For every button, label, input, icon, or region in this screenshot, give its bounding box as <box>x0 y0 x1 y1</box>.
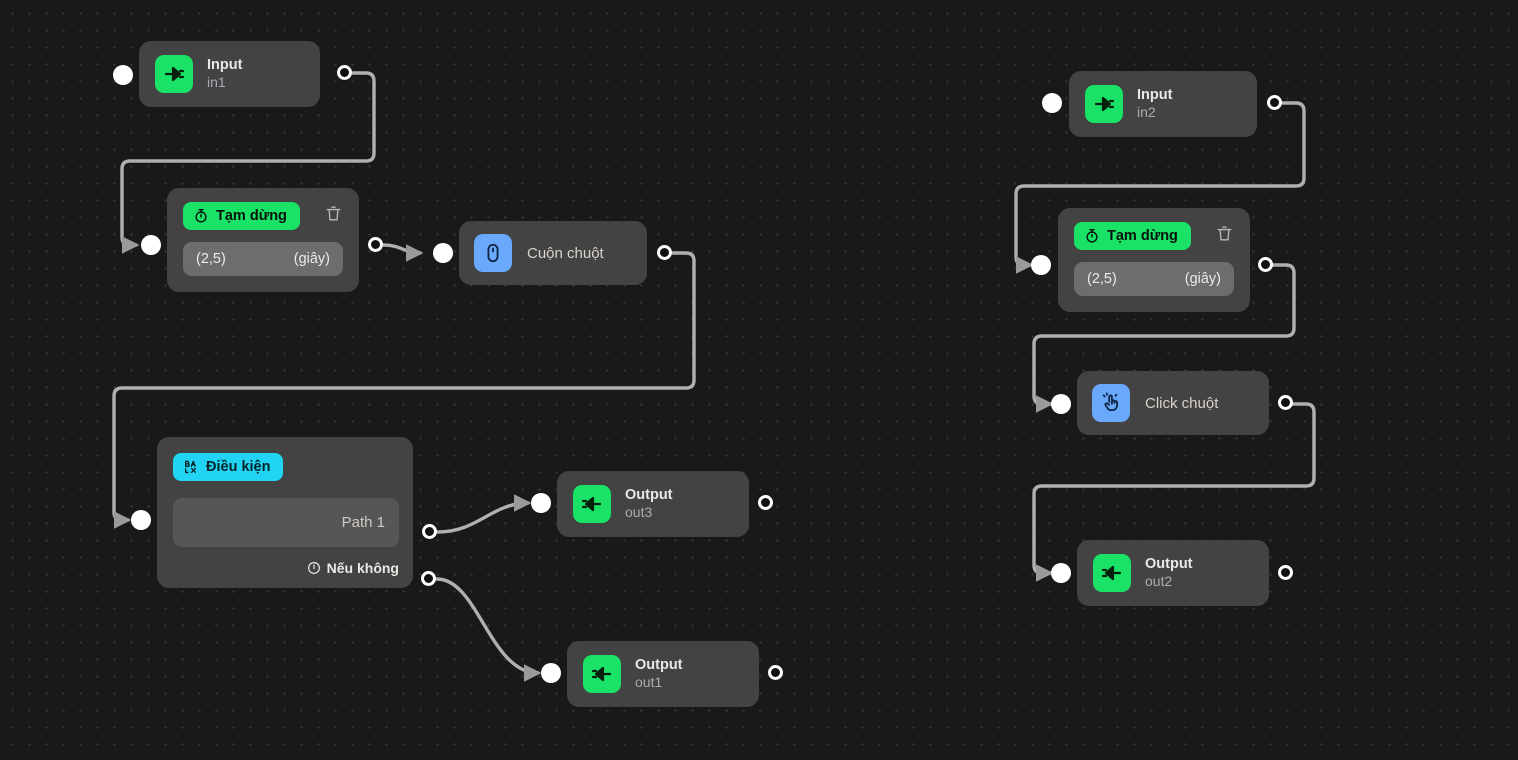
node-scroll-mouse[interactable]: Cuộn chuột <box>459 221 647 285</box>
port-pause-left-source[interactable] <box>368 237 383 252</box>
branch-translate-icon <box>185 460 197 474</box>
edge-condition-path1-to-out3 <box>436 494 532 534</box>
node-subtitle: out3 <box>625 504 653 521</box>
pause-badge-label: Tạm dừng <box>216 208 287 224</box>
node-subtitle: out1 <box>635 674 663 691</box>
port-pause-right-target[interactable] <box>1031 255 1051 275</box>
node-input-in1[interactable]: Input in1 <box>139 41 320 107</box>
node-output-out1[interactable]: Output out1 <box>567 641 759 707</box>
node-title: Input <box>1137 87 1173 104</box>
mouse-click-icon <box>1092 384 1130 422</box>
node-subtitle: out2 <box>1145 573 1173 590</box>
node-title: Output <box>625 487 673 504</box>
condition-badge-label: Điều kiện <box>206 459 271 475</box>
port-scroll-target[interactable] <box>433 243 453 263</box>
pause-badge[interactable]: Tạm dừng <box>183 202 300 230</box>
pause-header: Tạm dừng <box>1074 222 1234 250</box>
port-pause-right-source[interactable] <box>1258 257 1273 272</box>
stopwatch-icon <box>195 209 207 223</box>
node-label: Click chuột <box>1145 394 1219 412</box>
node-output-out2[interactable]: Output out2 <box>1077 540 1269 606</box>
node-subtitle: in1 <box>207 74 226 91</box>
node-subtitle: in2 <box>1137 104 1156 121</box>
condition-path-field[interactable]: Path 1 <box>173 498 399 547</box>
edge-pause-left-to-scroll <box>382 243 424 262</box>
condition-badge[interactable]: Điều kiện <box>173 453 284 481</box>
input-plug-icon <box>1085 85 1123 123</box>
port-pause-left-target[interactable] <box>141 235 161 255</box>
pause-header: Tạm dừng <box>183 202 343 230</box>
port-in1-target[interactable] <box>113 65 133 85</box>
trash-icon[interactable] <box>324 204 343 228</box>
node-condition[interactable]: Điều kiện Path 1 Nếu không <box>157 437 413 588</box>
port-click-source[interactable] <box>1278 395 1293 410</box>
node-pause-left[interactable]: Tạm dừng (2,5) (giây) <box>167 188 359 292</box>
condition-else-row[interactable]: Nếu không <box>173 560 399 576</box>
port-condition-path1-source[interactable] <box>422 524 437 539</box>
node-click-mouse[interactable]: Click chuột <box>1077 371 1269 435</box>
edge-condition-else-to-out1 <box>435 577 542 682</box>
pause-duration-unit: (giây) <box>293 251 330 267</box>
port-condition-target[interactable] <box>131 510 151 530</box>
output-plug-icon <box>573 485 611 523</box>
port-condition-else-source[interactable] <box>421 571 436 586</box>
pause-duration-unit: (giây) <box>1184 271 1221 287</box>
port-out2-target[interactable] <box>1051 563 1071 583</box>
port-in1-source[interactable] <box>337 65 352 80</box>
trash-icon[interactable] <box>1215 224 1234 248</box>
node-title: Output <box>1145 556 1193 573</box>
pause-duration-value: (2,5) <box>1087 271 1117 287</box>
port-out1-source[interactable] <box>768 665 783 680</box>
mouse-scroll-icon <box>474 234 512 272</box>
port-out3-target[interactable] <box>531 493 551 513</box>
node-pause-right[interactable]: Tạm dừng (2,5) (giây) <box>1058 208 1250 312</box>
pause-duration-field[interactable]: (2,5) (giây) <box>183 242 343 276</box>
stopwatch-icon <box>1086 229 1098 243</box>
port-in2-source[interactable] <box>1267 95 1282 110</box>
condition-path-label: Path 1 <box>341 514 385 531</box>
node-title: Input <box>207 57 243 74</box>
node-label: Cuộn chuột <box>527 244 604 262</box>
pause-badge-label: Tạm dừng <box>1107 228 1178 244</box>
condition-else-label: Nếu không <box>326 560 399 576</box>
exclamation-circle-icon <box>307 562 320 574</box>
output-plug-icon <box>1093 554 1131 592</box>
port-out1-target[interactable] <box>541 663 561 683</box>
node-output-out3[interactable]: Output out3 <box>557 471 749 537</box>
pause-duration-field[interactable]: (2,5) (giây) <box>1074 262 1234 296</box>
port-scroll-source[interactable] <box>657 245 672 260</box>
port-click-target[interactable] <box>1051 394 1071 414</box>
node-input-in2[interactable]: Input in2 <box>1069 71 1257 137</box>
output-plug-icon <box>583 655 621 693</box>
port-out3-source[interactable] <box>758 495 773 510</box>
port-out2-source[interactable] <box>1278 565 1293 580</box>
pause-badge[interactable]: Tạm dừng <box>1074 222 1191 250</box>
pause-duration-value: (2,5) <box>196 251 226 267</box>
input-plug-icon <box>155 55 193 93</box>
node-title: Output <box>635 657 683 674</box>
port-in2-target[interactable] <box>1042 93 1062 113</box>
